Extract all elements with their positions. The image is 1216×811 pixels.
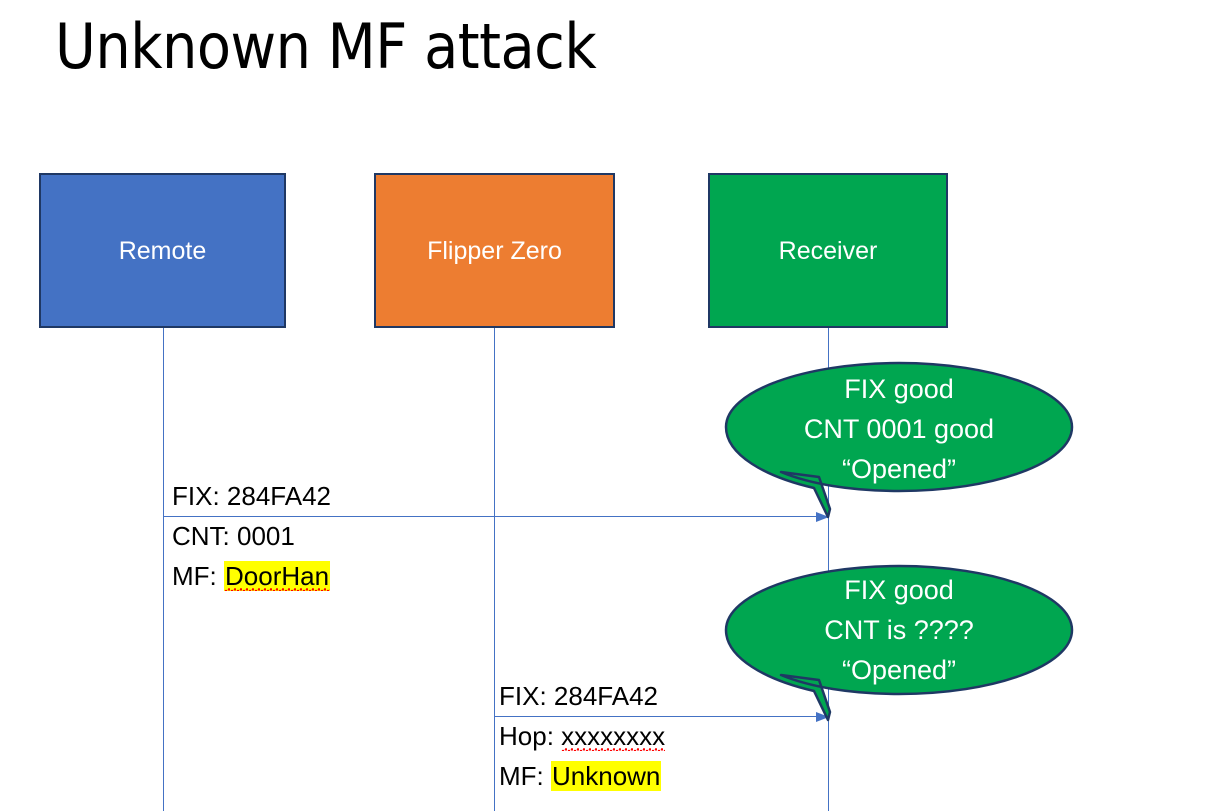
lifeline-flipper xyxy=(494,328,495,811)
message-2-hop-value: xxxxxxxx xyxy=(561,721,666,751)
lifeline-remote xyxy=(163,328,164,811)
page-title: Unknown MF attack xyxy=(55,10,597,83)
speech-bubble-1-shape xyxy=(724,361,1074,519)
message-2-line-1: FIX: 284FA42 xyxy=(499,681,658,711)
actor-box-receiver[interactable]: Receiver xyxy=(708,173,948,328)
message-1-line-2: CNT: 0001 xyxy=(172,521,295,551)
message-1-mf-prefix: MF: xyxy=(172,561,224,591)
message-1-line-3: MF: DoorHan xyxy=(172,556,331,596)
message-arrow-flipper-to-receiver xyxy=(494,711,829,722)
actor-box-remote[interactable]: Remote xyxy=(39,173,286,328)
actor-label-flipper: Flipper Zero xyxy=(427,236,562,265)
speech-bubble-1[interactable]: FIX good CNT 0001 good “Opened” xyxy=(718,357,1080,525)
message-arrow-remote-to-receiver xyxy=(163,511,829,522)
speech-bubble-2[interactable]: FIX good CNT is ???? “Opened” xyxy=(718,560,1080,728)
message-2-mf-prefix: MF: xyxy=(499,761,551,791)
message-1-mf-value: DoorHan xyxy=(225,561,330,591)
lifeline-receiver xyxy=(828,328,829,811)
message-1-line-1: FIX: 284FA42 xyxy=(172,481,331,511)
speech-bubble-2-shape xyxy=(724,564,1074,722)
message-2-line-3: MF: Unknown xyxy=(499,756,665,796)
message-label-2: FIX: 284FA42 Hop: xxxxxxxx MF: Unknown xyxy=(499,676,666,796)
actor-box-flipper[interactable]: Flipper Zero xyxy=(374,173,615,328)
message-label-1: FIX: 284FA42 CNT: 0001 MF: DoorHan xyxy=(172,476,331,596)
message-2-hop-prefix: Hop: xyxy=(499,721,562,751)
message-2-line-2: Hop: xxxxxxxx xyxy=(499,716,666,756)
actor-label-remote: Remote xyxy=(118,236,207,265)
message-2-mf-value: Unknown xyxy=(551,761,662,791)
actor-label-receiver: Receiver xyxy=(778,236,878,265)
